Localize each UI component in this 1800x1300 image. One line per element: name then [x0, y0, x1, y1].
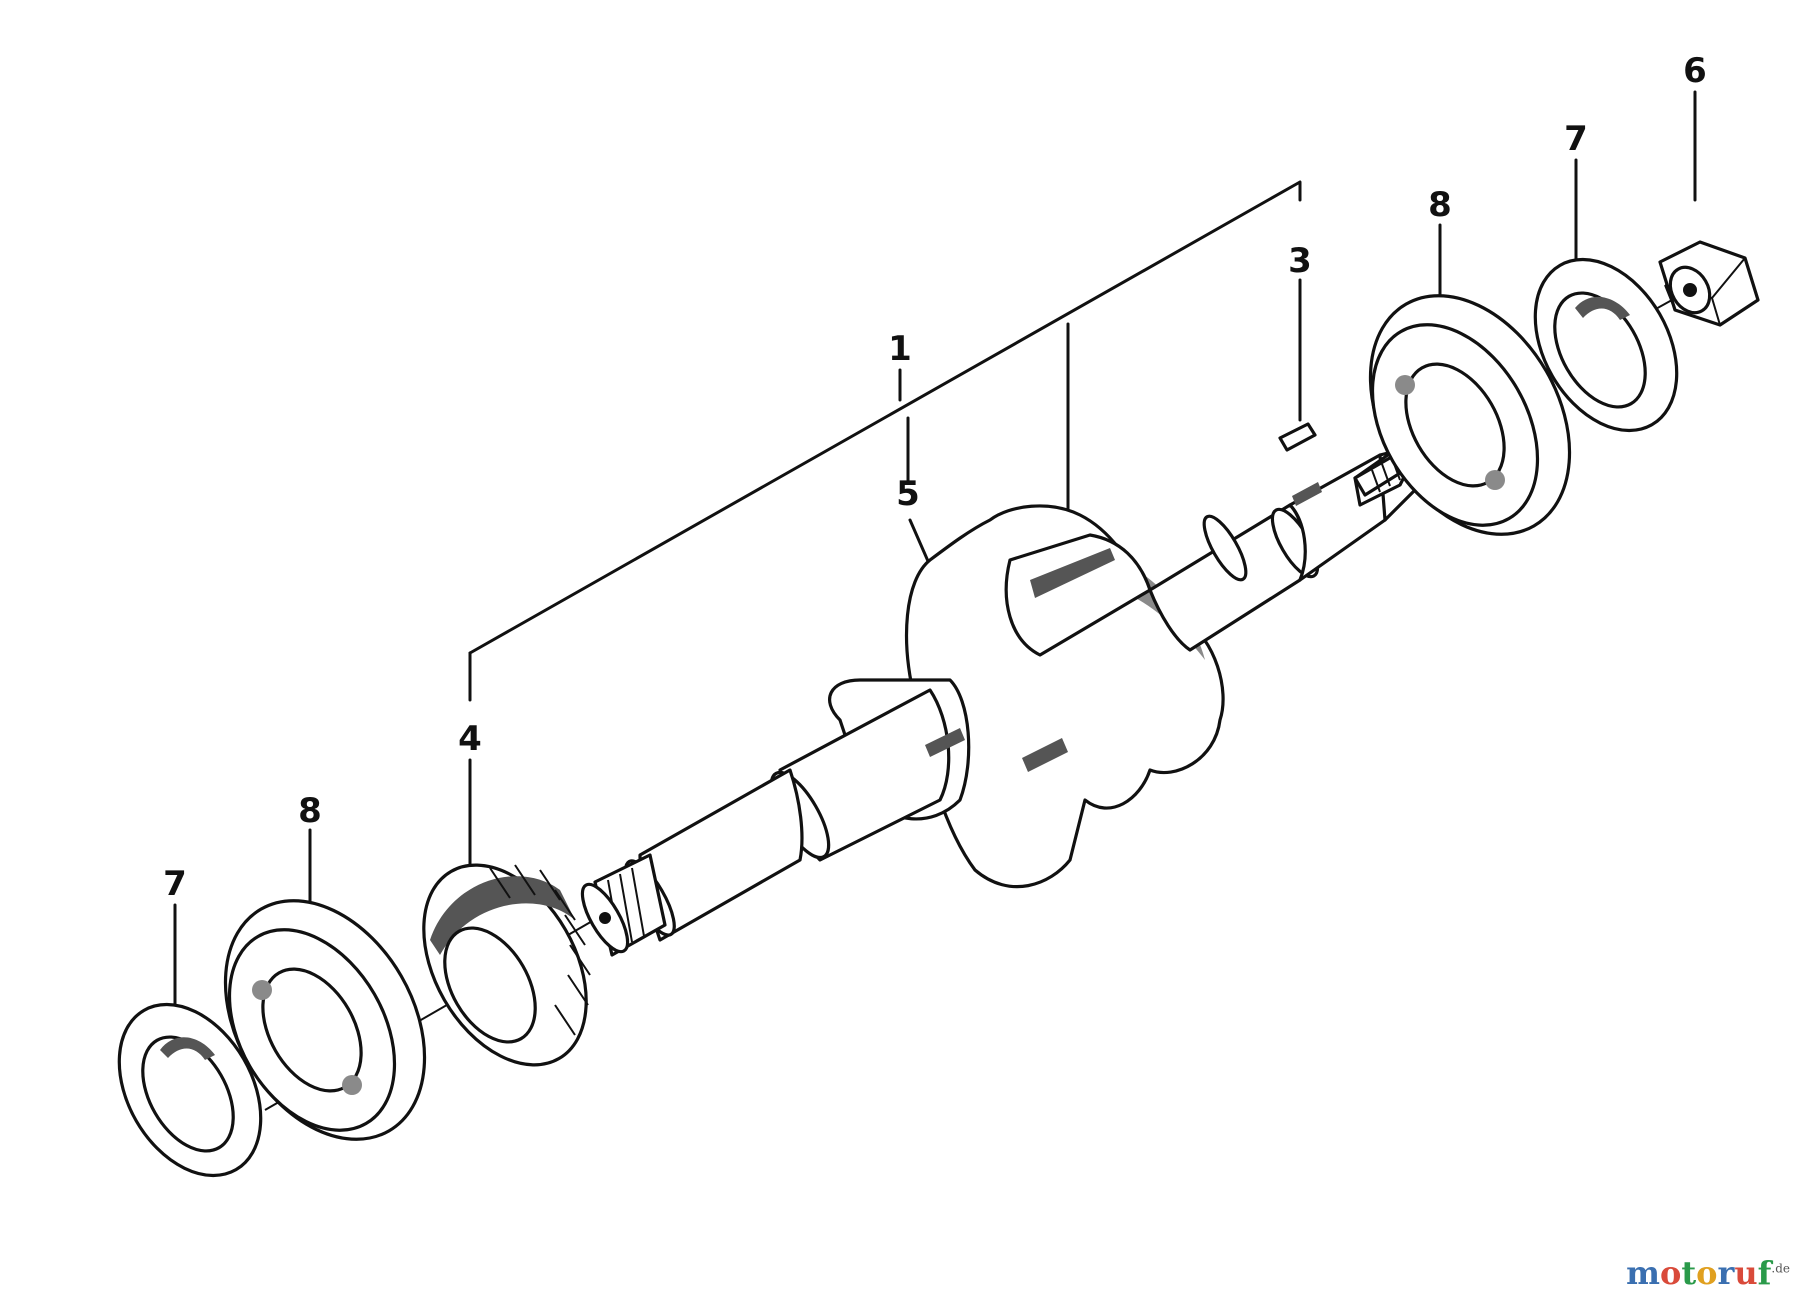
woodruff-key-3 — [1278, 422, 1317, 452]
watermark-letter: t — [1681, 1254, 1697, 1292]
callout-8-left: 8 — [298, 791, 322, 831]
callout-5: 5 — [896, 474, 920, 514]
motoruf-watermark: motoruf.de — [1626, 1254, 1790, 1292]
callout-7-left: 7 — [163, 864, 187, 904]
ball-bearing-right-8 — [1368, 294, 1572, 536]
callout-7-right: 7 — [1564, 119, 1588, 159]
watermark-letter: u — [1734, 1254, 1758, 1292]
watermark-letter: o — [1660, 1254, 1682, 1292]
hex-nut-6 — [1658, 240, 1760, 327]
callout-1: 1 — [888, 329, 912, 369]
callout-4: 4 — [458, 719, 482, 759]
callout-8-right: 8 — [1428, 185, 1452, 225]
watermark-letter: o — [1696, 1254, 1718, 1292]
watermark-letter: m — [1626, 1254, 1661, 1292]
watermark-letter: r — [1717, 1254, 1735, 1292]
watermark-suffix: .de — [1771, 1261, 1790, 1276]
crankshaft-body — [580, 443, 1427, 957]
timing-gear-4 — [422, 863, 591, 1067]
ball-bearing-left-8 — [223, 899, 427, 1141]
callout-3: 3 — [1288, 241, 1312, 281]
watermark-letters: motoruf — [1626, 1254, 1771, 1292]
oil-seal-left-7 — [117, 1002, 263, 1178]
callout-labels: 1 3 4 5 6 7 7 8 8 — [163, 51, 1707, 904]
watermark-letter: f — [1757, 1254, 1772, 1292]
oil-seal-right-7 — [1533, 257, 1679, 433]
callout-6: 6 — [1683, 51, 1707, 91]
